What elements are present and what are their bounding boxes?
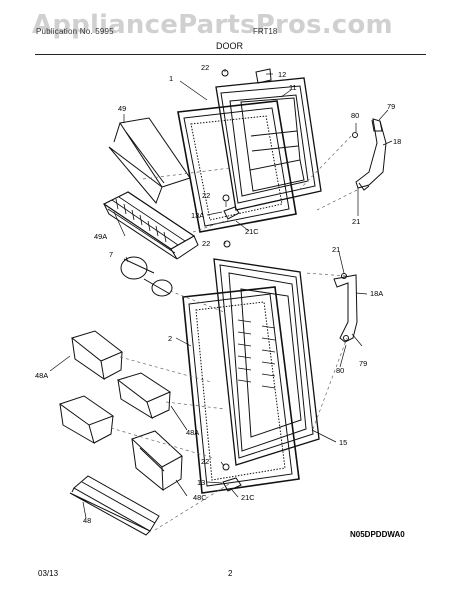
callout-80: 80 (336, 366, 344, 375)
callout-48a: 48A (186, 428, 199, 437)
callout-48a: 48A (35, 371, 48, 380)
callout-49a: 49A (94, 232, 107, 241)
callout-80: 80 (351, 111, 359, 120)
header-divider (35, 54, 426, 55)
model-label: FRT18 (253, 27, 278, 36)
callout-21c: 21C (245, 227, 259, 236)
callout-13a: 13A (191, 211, 204, 220)
fresh-food-gasket (182, 286, 300, 494)
callout-18a: 18A (370, 289, 383, 298)
dairy-compartment-48c (131, 430, 183, 492)
callout-48: 48 (83, 516, 91, 525)
door-bin-48a-top (70, 330, 123, 381)
callout-2: 2 (168, 334, 172, 343)
fresh-food-door (213, 258, 320, 466)
drawing-code: N05DPDDWA0 (350, 530, 405, 539)
callout-48c: 48C (193, 493, 207, 502)
callout-22: 22 (202, 191, 210, 200)
lower-hinge-assembly (333, 274, 358, 343)
callout-22: 22 (201, 63, 209, 72)
hardware-parts (221, 68, 358, 492)
callout-21: 21 (332, 245, 340, 254)
callout-11: 11 (289, 83, 297, 92)
door-bin-48a-bottom (58, 395, 115, 445)
callout-7: 7 (109, 250, 113, 259)
footer-date: 03/13 (38, 569, 59, 578)
callout-15: 15 (339, 438, 347, 447)
section-title: DOOR (216, 41, 243, 51)
alignment-lines (110, 131, 358, 531)
callout-22: 22 (201, 457, 209, 466)
callout-18: 18 (393, 137, 401, 146)
callout-22: 22 (202, 239, 210, 248)
callout-1: 1 (169, 74, 173, 83)
door-bin-48 (69, 475, 160, 536)
wire-basket-49a (102, 191, 199, 260)
upper-hinge-assembly (355, 118, 387, 191)
door-shelf-49 (108, 117, 191, 204)
callout-79: 79 (387, 102, 395, 111)
freezer-door (215, 77, 322, 211)
callout-13: 13 (197, 478, 205, 487)
door-bin-48a-middle (116, 372, 172, 420)
callout-79: 79 (359, 359, 367, 368)
leader-lines (49, 69, 393, 519)
egg-canister-7 (120, 256, 173, 297)
footer-page-number: 2 (228, 569, 233, 578)
callout-49: 49 (118, 104, 126, 113)
callout-21c: 21C (241, 493, 255, 502)
freezer-gasket (177, 100, 297, 233)
line-art (49, 68, 393, 536)
callout-12: 12 (278, 70, 286, 79)
callout-21: 21 (352, 217, 360, 226)
callout-labels: 22 12 1 11 49 79 80 18 21 22 13A 21C 49A… (35, 63, 401, 525)
publication-label: Publication No. 5995 (36, 27, 114, 36)
